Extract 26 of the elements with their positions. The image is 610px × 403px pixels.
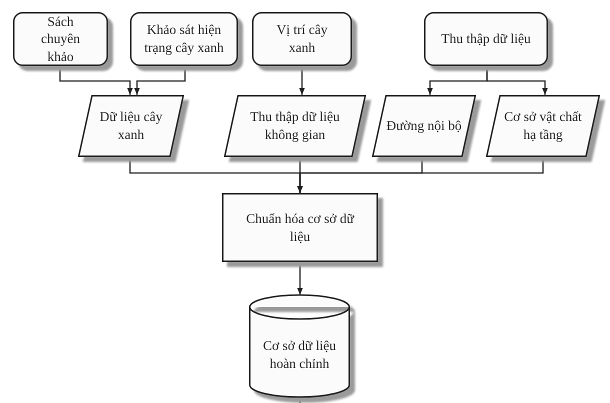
data-parallelogram [372,95,476,157]
data-parallelogram [486,95,600,157]
arrow [486,66,548,95]
node-label: Sách chuyên khảo [40,12,81,66]
arrow [297,157,544,193]
node-label: Thu thập dữ liệu [440,30,532,48]
node-label: Dữ liệu cây xanh [98,108,164,144]
rounded-box [130,12,238,66]
node-label: Chuẩn hóa cơ sở dữ liệu [245,210,356,246]
process-box [222,193,378,262]
node-label: Cơ sở vật chất hạ tầng [503,108,583,144]
node-label: Thu thập dữ liệu không gian [249,108,341,144]
arrow [299,66,305,95]
node-label: Cơ sở dữ liệu hoàn chỉnh [262,337,337,373]
arrow [134,66,186,95]
arrow [297,262,303,295]
node-label: Đường nội bộ [385,117,463,135]
rounded-box [424,12,548,66]
node-label: Khảo sát hiện trạng cây xanh [143,21,225,57]
data-parallelogram [224,95,366,157]
rounded-box [13,12,108,66]
data-parallelogram [78,95,184,157]
node-label: Vị trí cây xanh [276,21,328,57]
database-cylinder [249,295,350,397]
rounded-box [252,12,352,66]
arrow [59,66,133,95]
